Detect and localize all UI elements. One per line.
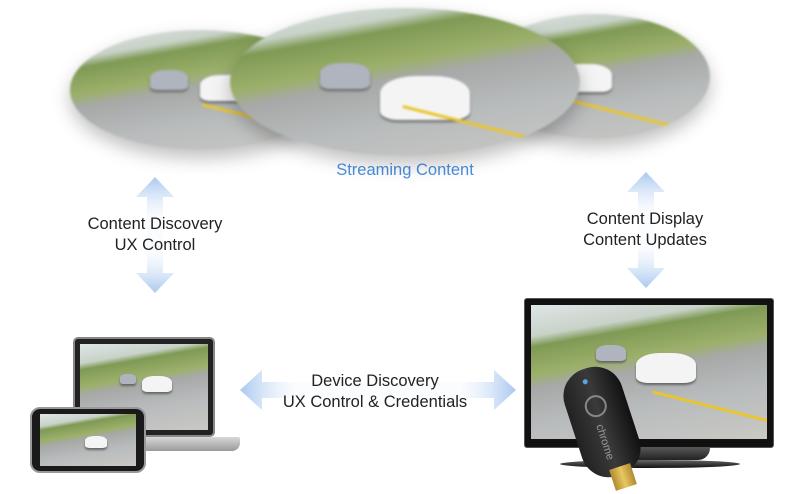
label-line: Content Updates — [583, 231, 707, 249]
label-line: UX Control — [114, 236, 196, 254]
bidirectional-arrow-right — [627, 172, 665, 288]
label-line: Content Discovery — [87, 215, 223, 233]
content-discovery-label: Content Discovery UX Control — [60, 214, 250, 256]
label-line: Device Discovery — [311, 372, 439, 390]
chrome-logo-icon — [581, 392, 610, 421]
device-discovery-label: Device Discovery UX Control & Credential… — [260, 371, 490, 413]
streaming-content-label: Streaming Content — [336, 161, 474, 179]
chrome-brand-text: chrome — [593, 422, 617, 462]
status-led-icon — [582, 378, 589, 385]
bidirectional-arrow-left — [136, 177, 174, 293]
bidirectional-arrow-horizontal — [240, 370, 516, 410]
content-display-label: Content Display Content Updates — [550, 209, 740, 251]
label-line: Content Display — [586, 210, 704, 228]
label-line: UX Control & Credentials — [282, 393, 468, 411]
